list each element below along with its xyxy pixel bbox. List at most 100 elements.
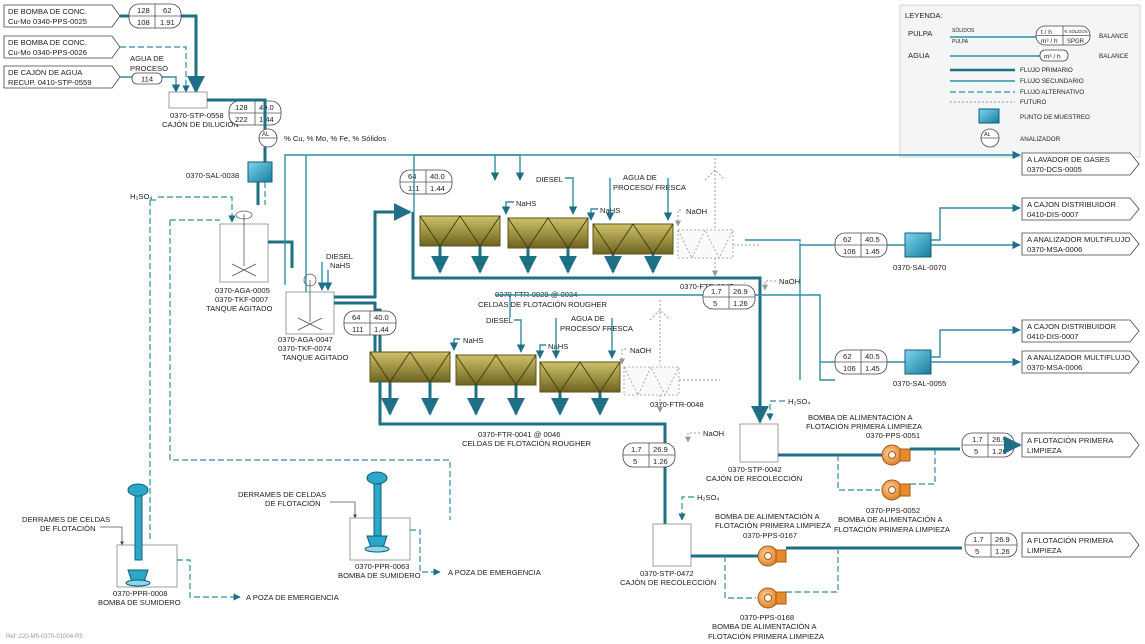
rougher-1-future-cell	[677, 229, 734, 259]
pps0168-line-c: FLOTACIÓN PRIMERA LIMPIEZA	[708, 632, 825, 641]
balance-b6: 1.7 26.9 5 1.26	[702, 284, 756, 310]
dilution-box-stp0558	[168, 91, 208, 109]
stp0042-tag: 0370-STP-0042	[728, 465, 782, 474]
ppr0008-tag: 0370-PPR-0008	[113, 589, 167, 598]
nahs-1: NaHS	[330, 261, 350, 270]
svg-text:1.7: 1.7	[711, 287, 722, 296]
balance-b5: 64 40.0 111 1.44	[343, 310, 397, 336]
analyzer-note: % Cu, % Mo, % Fe, % Sólidos	[284, 134, 386, 143]
svg-text:1.91: 1.91	[160, 18, 175, 27]
svg-text:26.9: 26.9	[992, 435, 1007, 444]
ppr0063-tag: 0370-PPR-0063	[355, 562, 409, 571]
balance-b4: 64 40.0 111 1.44	[399, 169, 453, 195]
svg-text:108: 108	[137, 18, 150, 27]
ftr2-desc: CELDAS DE FLOTACIÓN ROUGHER	[462, 439, 591, 448]
input-1-line-a: DE BOMBA DE CONC.	[8, 7, 87, 16]
svg-text:111: 111	[352, 325, 364, 334]
agua-pf-r2a: AGUA DE	[571, 314, 605, 323]
legend-secundario: FLUJO SECUNDARIO	[1020, 78, 1084, 85]
svg-text:1.26: 1.26	[992, 447, 1007, 456]
svg-text:A FLOTACIÓN PRIMERA: A FLOTACIÓN PRIMERA	[1027, 536, 1114, 545]
svg-text:1.7: 1.7	[972, 435, 983, 444]
agua-pf-r1a: AGUA DE	[623, 173, 657, 182]
svg-text:LIMPIEZA: LIMPIEZA	[1027, 446, 1063, 455]
ftr0048-tag: 0370-FTR-0048	[650, 400, 704, 409]
aga0047-tag: 0370-AGA-0047	[278, 335, 333, 344]
legend-pulpa-small: PULPA	[952, 39, 969, 45]
naoh-r1: NaOH	[686, 207, 707, 216]
svg-text:0370-MSA-0006: 0370-MSA-0006	[1027, 363, 1082, 372]
stp0042-desc: CAJÓN DE RECOLECCIÓN	[706, 474, 802, 483]
svg-text:1.26: 1.26	[653, 457, 668, 466]
pump-pps0052	[881, 479, 911, 501]
svg-text:40.5: 40.5	[865, 352, 880, 361]
input-3-line-a: DE CAJÓN DE AGUA	[8, 68, 83, 77]
poza-1: A POZA DE EMERGENCIA	[246, 593, 340, 602]
svg-text:1.7: 1.7	[973, 535, 984, 544]
tkf0074-tag: 0370-TKF-0074	[278, 344, 331, 353]
output-flotacion-1: A FLOTACIÓN PRIMERA LIMPIEZA	[1021, 432, 1140, 458]
svg-text:62: 62	[163, 6, 171, 15]
ppr0063-desc: BOMBA DE SUMIDERO	[338, 571, 421, 580]
svg-text:26.9: 26.9	[995, 535, 1010, 544]
svg-text:5: 5	[713, 299, 717, 308]
input-1-line-b: Cu-Mo 0340-PPS-0025	[8, 17, 87, 26]
nahs-r1a: NaHS	[516, 199, 536, 208]
legend-balance1: BALANCE	[1099, 33, 1128, 40]
output-cajon-2: A CAJON DISTRIBUIDOR 0410-DIS-0007	[1021, 319, 1140, 343]
balance-b9: 62 40.5 106 1.45	[834, 349, 888, 375]
pps0167-line-b: FLOTACIÓN PRIMERA LIMPIEZA	[715, 521, 832, 530]
svg-text:A LAVADOR DE GASES: A LAVADOR DE GASES	[1027, 155, 1110, 164]
svg-text:26.9: 26.9	[653, 445, 668, 454]
svg-text:5: 5	[633, 457, 637, 466]
svg-text:64: 64	[352, 313, 360, 322]
pump-pps0168	[757, 587, 787, 609]
input-2-line-a: DE BOMBA DE CONC.	[8, 38, 87, 47]
derrames1-a: DERRAMES DE CELDAS	[22, 515, 110, 524]
legend-alternativo: FLUJO ALTERNATIVO	[1020, 89, 1084, 96]
sample-point-sal0070	[904, 232, 932, 258]
svg-text:40.5: 40.5	[865, 235, 880, 244]
svg-text:1.45: 1.45	[865, 364, 880, 373]
svg-text:1.7: 1.7	[631, 445, 642, 454]
diesel-r2: DIESEL	[486, 316, 513, 325]
balance-b7: 1.7 26.9 5 1.26	[622, 442, 676, 468]
svg-text:128: 128	[137, 6, 150, 15]
pump-pps0051	[881, 444, 911, 466]
legend-title: LEYENDA:	[905, 11, 943, 20]
legend-muestreo: PUNTO DE MUESTREO	[1020, 114, 1090, 121]
pps0167-line-a: BOMBA DE ALIMENTACIÓN A	[715, 512, 820, 521]
stp0558-tag: 0370-STP-0558	[170, 111, 224, 120]
legend-primario: FLUJO PRIMARIO	[1020, 67, 1073, 74]
rougher-2-cell-c	[539, 361, 621, 393]
drawing-reference: Ref: 220-M5-0370-01004-R5	[6, 634, 83, 640]
legend-sample-icon	[978, 108, 1000, 124]
sample-point-sal0038	[247, 161, 273, 183]
balance-b8: 62 40.5 106 1.45	[834, 232, 888, 258]
naoh-4: NaOH	[703, 429, 724, 438]
input-tag-3: DE CAJÓN DE AGUA RECUP. 0410-STP-0559	[3, 65, 121, 89]
nahs-r2b: NaHS	[548, 342, 568, 351]
svg-text:1.44: 1.44	[430, 184, 445, 193]
tank-aga0005	[219, 210, 269, 283]
legend-al: AL	[984, 132, 991, 138]
nahs-r2a: NaHS	[463, 336, 483, 345]
svg-text:26.9: 26.9	[733, 287, 748, 296]
svg-text:62: 62	[843, 235, 851, 244]
agua-proceso-b: PROCESO	[130, 64, 168, 73]
analyzer-al-text: AL	[262, 132, 270, 138]
input-tag-2: DE BOMBA DE CONC. Cu-Mo 0340-PPS-0026	[3, 35, 121, 59]
rougher-2-future-cell	[623, 366, 680, 396]
agua-proceso-a: AGUA DE	[130, 54, 164, 63]
pps0052-line-b: BOMBA DE ALIMENTACIÓN A	[838, 515, 943, 524]
output-analizador-2: A ANALIZADOR MULTIFLUJO 0370-MSA-0006	[1021, 350, 1140, 374]
poza-2: A POZA DE EMERGENCIA	[448, 568, 542, 577]
agua-pf-r2b: PROCESO/ FRESCA	[560, 324, 634, 333]
balance-b2: 114	[131, 72, 163, 85]
collection-box-stp0472	[652, 523, 692, 567]
derrames2-a: DERRAMES DE CELDAS	[238, 490, 326, 499]
sump-pump-ppr0008	[116, 483, 178, 588]
ftr0047-tag: 0370-FTR-0047	[680, 282, 734, 291]
legend-pct: % SÓLIDOS	[1064, 29, 1088, 34]
tank-aga0047	[285, 273, 335, 335]
